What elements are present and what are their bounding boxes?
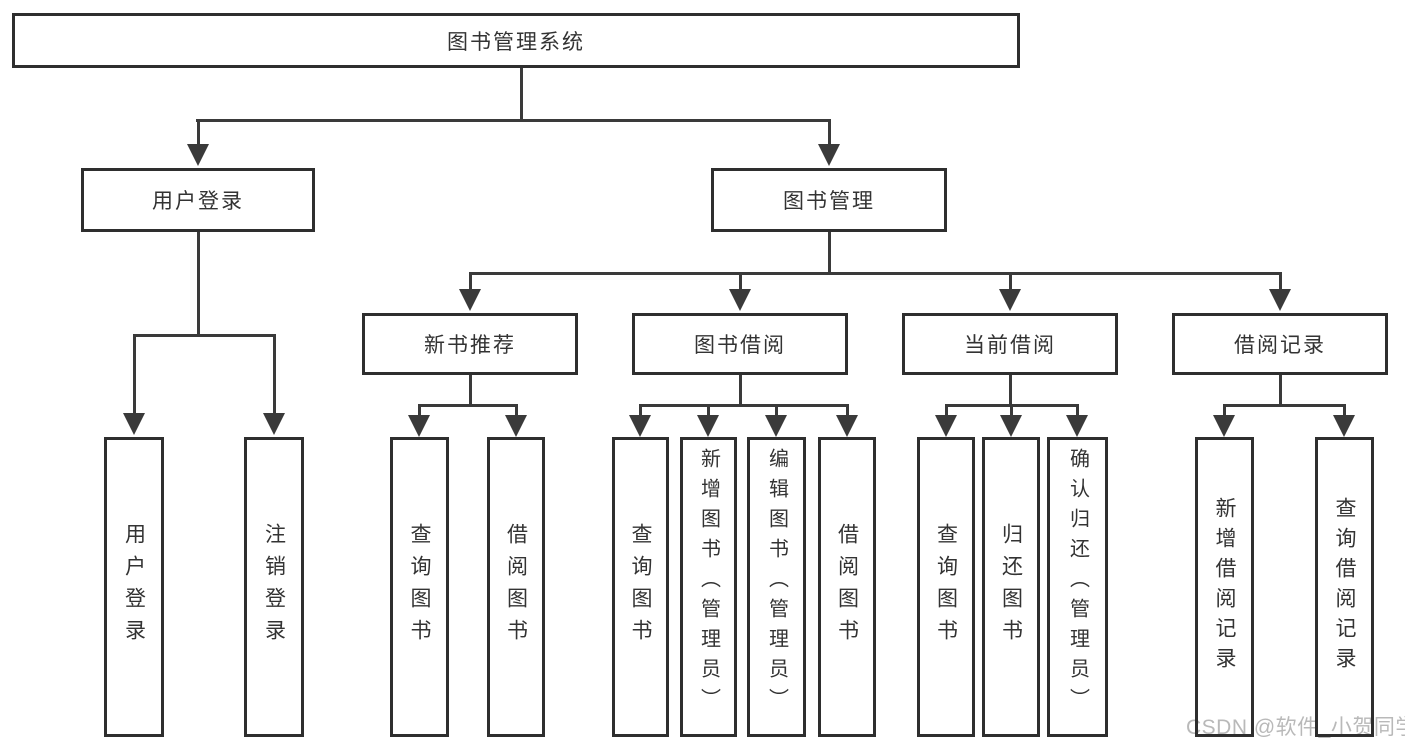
node-new-book-rec: 新书推荐 — [362, 313, 578, 375]
leaf-label: 归还图书 — [999, 523, 1023, 651]
leaf-label: 用户登录 — [122, 523, 146, 651]
leaf-label: 新增图书（管理员） — [697, 448, 720, 718]
leaf-query-borrow-record: 查询借阅记录 — [1315, 437, 1374, 737]
leaf-label: 注销登录 — [262, 523, 286, 651]
connector-arrow-leaf — [706, 404, 710, 415]
connector-arrow-leaf — [1342, 404, 1346, 415]
connector-arrow-user-login — [196, 119, 200, 144]
leaf-user-login: 用户登录 — [104, 437, 164, 737]
connector-arrow-book-borrow — [738, 272, 742, 289]
connector-user-login-rail — [132, 334, 276, 337]
connector-borrow-records-rail — [1222, 404, 1346, 407]
leaf-label: 借阅图书 — [504, 523, 528, 651]
leaf-borrow-books-1: 借阅图书 — [487, 437, 545, 737]
leaf-add-books-admin: 新增图书（管理员） — [680, 437, 737, 737]
connector-book-borrow-rail — [638, 404, 849, 407]
connector-arrow-borrow-records — [1278, 272, 1282, 289]
node-user-login: 用户登录 — [81, 168, 315, 232]
leaf-label: 查询图书 — [629, 523, 652, 651]
connector-arrow-leaf-login — [132, 334, 136, 413]
connector-arrow-leaf — [845, 404, 849, 415]
leaf-label: 查询图书 — [934, 523, 958, 651]
connector-arrow-leaf — [638, 404, 642, 415]
node-user-login-label: 用户登录 — [152, 190, 244, 213]
leaf-label: 查询借阅记录 — [1333, 497, 1356, 677]
node-book-borrow-label: 图书借阅 — [694, 334, 786, 357]
node-book-mgmt-label: 图书管理 — [783, 190, 875, 213]
connector-arrow-leaf — [1009, 404, 1013, 415]
leaf-add-borrow-record: 新增借阅记录 — [1195, 437, 1254, 737]
connector-borrow-records-stub — [1278, 375, 1282, 407]
node-book-mgmt: 图书管理 — [711, 168, 947, 232]
leaf-return-books: 归还图书 — [982, 437, 1040, 737]
connector-book-mgmt-stub — [827, 232, 831, 275]
leaf-logout: 注销登录 — [244, 437, 304, 737]
connector-new-book-rec-rail — [417, 404, 518, 407]
csdn-watermark: CSDN @软件_小贺同学 — [1186, 716, 1405, 739]
leaf-edit-books-admin: 编辑图书（管理员） — [747, 437, 806, 737]
node-book-borrow: 图书借阅 — [632, 313, 848, 375]
connector-level2-rail — [196, 119, 831, 122]
node-current-borrow: 当前借阅 — [902, 313, 1118, 375]
node-root-label: 图书管理系统 — [447, 30, 585, 54]
connector-arrow-book-mgmt — [827, 119, 831, 144]
leaf-confirm-return-admin: 确认归还（管理员） — [1047, 437, 1108, 737]
connector-current-borrow-stub — [1008, 375, 1012, 407]
leaf-query-books-3: 查询图书 — [917, 437, 975, 737]
connector-level3-rail — [468, 272, 1282, 275]
node-borrow-records: 借阅记录 — [1172, 313, 1388, 375]
leaf-label: 编辑图书（管理员） — [765, 448, 788, 718]
connector-new-book-rec-stub — [468, 375, 472, 407]
connector-arrow-leaf — [1075, 404, 1079, 415]
connector-book-borrow-stub — [738, 375, 742, 407]
node-root: 图书管理系统 — [12, 13, 1020, 68]
connector-arrow-new-book-rec — [468, 272, 472, 289]
connector-arrow-leaf — [774, 404, 778, 415]
connector-arrow-leaf — [1222, 404, 1226, 415]
connector-root-stub — [520, 68, 523, 122]
connector-arrow-leaf — [944, 404, 948, 415]
leaf-query-books-1: 查询图书 — [390, 437, 449, 737]
leaf-label: 借阅图书 — [835, 523, 859, 651]
connector-arrow-leaf-logout — [272, 334, 276, 413]
connector-arrow-leaf — [417, 404, 421, 415]
leaf-label: 确认归还（管理员） — [1066, 448, 1089, 718]
connector-user-login-stub — [196, 232, 200, 337]
node-borrow-records-label: 借阅记录 — [1234, 334, 1326, 357]
leaf-borrow-books-2: 借阅图书 — [818, 437, 876, 737]
node-new-book-rec-label: 新书推荐 — [424, 334, 516, 357]
leaf-label: 查询图书 — [408, 523, 431, 651]
connector-arrow-current-borrow — [1008, 272, 1012, 289]
connector-arrow-leaf — [514, 404, 518, 415]
leaf-query-books-2: 查询图书 — [612, 437, 669, 737]
leaf-label: 新增借阅记录 — [1213, 497, 1236, 677]
node-current-borrow-label: 当前借阅 — [964, 334, 1056, 357]
